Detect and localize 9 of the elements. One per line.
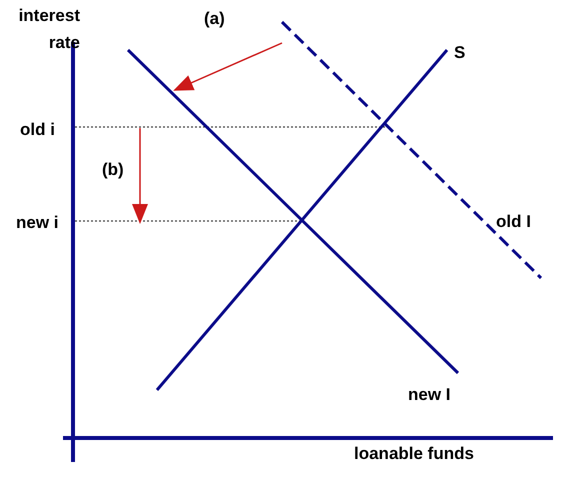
chart-label: new I — [408, 384, 451, 406]
chart-label: (a) — [204, 8, 225, 30]
chart-label: old I — [496, 211, 531, 233]
axis-label: loanable funds — [354, 443, 474, 465]
axis-label: interest rate — [18, 5, 80, 54]
chart-label: old i — [20, 119, 55, 141]
chart-label: S — [454, 42, 466, 64]
chart-label: new i — [16, 212, 59, 234]
chart-label: (b) — [102, 159, 124, 181]
